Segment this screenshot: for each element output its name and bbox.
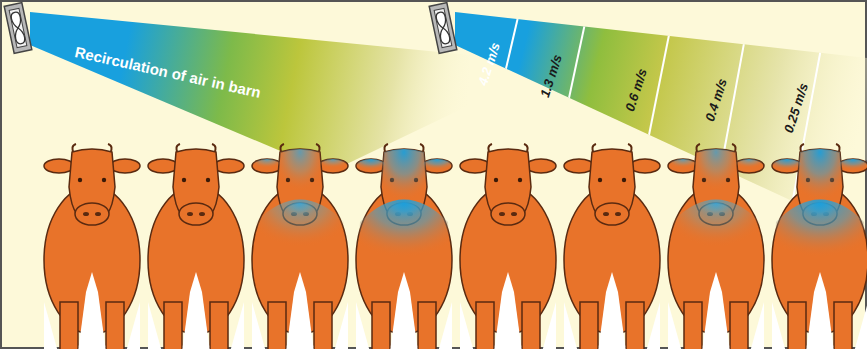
diagram-stage: Recirculation of air in barn4.2 m/s1.3 m…: [0, 0, 867, 349]
barn-illustration: [0, 0, 867, 349]
